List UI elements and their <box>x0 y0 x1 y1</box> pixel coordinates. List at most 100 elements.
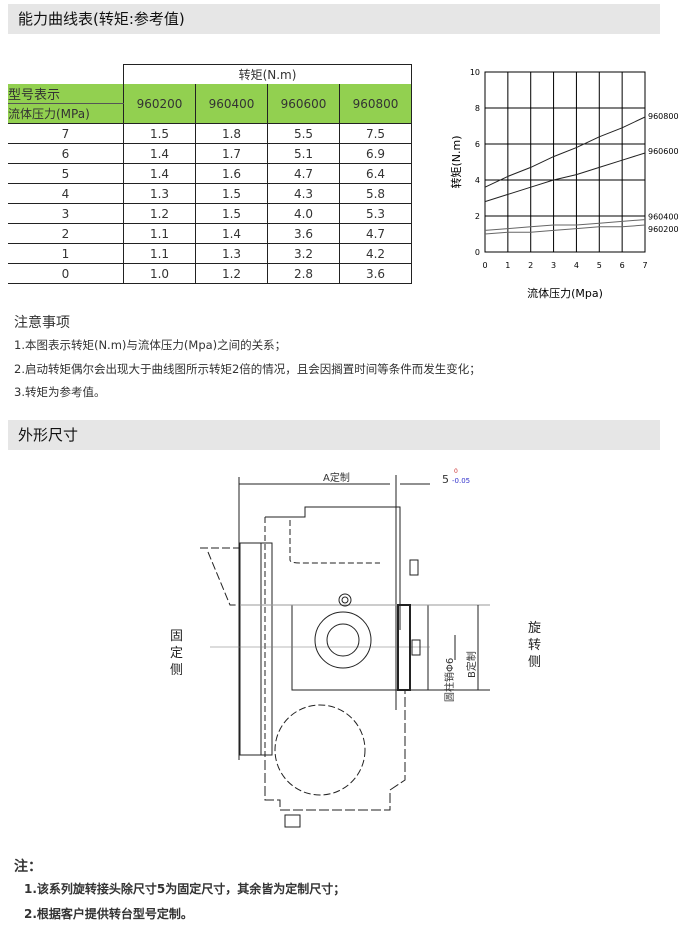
dim-5-label: 5 <box>442 473 449 486</box>
torque-cell: 1.4 <box>123 143 196 164</box>
dim-a-label: A定制 <box>323 471 350 484</box>
series-line-960600 <box>484 152 646 203</box>
torque-cell: 1.2 <box>195 263 268 284</box>
model-header: 960400 <box>195 84 268 124</box>
footer-item: 2.根据客户提供转台型号定制。 <box>24 907 193 921</box>
tol-lower: -0.05 <box>452 477 470 485</box>
series-label: 960600 <box>648 147 679 156</box>
section-dimensions: 外形尺寸 <box>8 420 660 450</box>
torque-cell: 1.1 <box>123 223 196 244</box>
rotating-side-label: 旋转侧 <box>528 621 542 670</box>
pressure-cell: 0 <box>8 263 124 284</box>
torque-table: 转矩(N.m) 型号表示 960200 960400 960600 960800… <box>8 64 412 284</box>
y-tick-label: 0 <box>475 248 480 257</box>
torque-cell: 1.5 <box>123 123 196 144</box>
series-line-960400 <box>484 219 646 231</box>
x-tick-label: 0 <box>482 261 487 270</box>
x-tick-label: 2 <box>528 261 533 270</box>
model-header: 960600 <box>267 84 340 124</box>
y-tick-label: 6 <box>475 140 480 149</box>
torque-cell: 1.5 <box>195 203 268 224</box>
y-tick-label: 10 <box>470 68 480 77</box>
series-line-960800 <box>484 116 646 188</box>
y-axis-label: 转矩(N.m) <box>449 135 463 188</box>
y-tick-label: 2 <box>475 212 480 221</box>
x-tick-label: 4 <box>574 261 579 270</box>
torque-cell: 3.6 <box>339 263 412 284</box>
torque-cell: 4.2 <box>339 243 412 264</box>
x-tick-label: 7 <box>642 261 647 270</box>
torque-cell: 1.2 <box>123 203 196 224</box>
torque-cell: 1.3 <box>123 183 196 204</box>
torque-cell: 4.3 <box>267 183 340 204</box>
torque-cell: 1.8 <box>195 123 268 144</box>
pressure-cell: 2 <box>8 223 124 244</box>
model-label: 型号表示 <box>8 84 124 104</box>
notes-title: 注意事项 <box>14 315 70 331</box>
x-axis-label: 流体压力(Mpa) <box>527 286 603 300</box>
torque-cell: 6.9 <box>339 143 412 164</box>
dim-b-label: B定制 <box>465 651 478 678</box>
x-tick-label: 3 <box>551 261 556 270</box>
dimension-drawing: A定制 5 0 -0.05 B定制 圆柱销Φ6 <box>200 468 490 828</box>
torque-cell: 5.8 <box>339 183 412 204</box>
note-item: 1.本图表示转矩(N.m)与流体压力(Mpa)之间的关系； <box>14 338 287 352</box>
torque-header: 转矩(N.m) <box>123 64 412 84</box>
x-tick-label: 1 <box>505 261 510 270</box>
pin-label: 圆柱销Φ6 <box>443 658 456 702</box>
torque-cell: 1.4 <box>195 223 268 244</box>
torque-cell: 3.6 <box>267 223 340 244</box>
series-line-960200 <box>484 224 646 235</box>
torque-cell: 4.0 <box>267 203 340 224</box>
y-tick-label: 4 <box>475 176 480 185</box>
pressure-cell: 4 <box>8 183 124 204</box>
torque-cell: 7.5 <box>339 123 412 144</box>
y-tick-label: 8 <box>475 104 480 113</box>
pressure-cell: 7 <box>8 123 124 144</box>
torque-cell: 1.1 <box>123 243 196 264</box>
torque-cell: 3.2 <box>267 243 340 264</box>
pressure-cell: 3 <box>8 203 124 224</box>
model-header: 960200 <box>123 84 196 124</box>
series-label: 960800 <box>648 112 679 121</box>
note-item: 2.启动转矩偶尔会出现大于曲线图所示转矩2倍的情况，且会因搁置时间等条件而发生变… <box>14 362 481 376</box>
plot-frame <box>484 71 646 253</box>
torque-cell: 1.3 <box>195 243 268 264</box>
x-tick-label: 5 <box>597 261 602 270</box>
torque-cell: 5.3 <box>339 203 412 224</box>
torque-cell: 1.6 <box>195 163 268 184</box>
tol-upper: 0 <box>454 468 458 475</box>
pressure-cell: 5 <box>8 163 124 184</box>
torque-cell: 1.4 <box>123 163 196 184</box>
section-capability: 能力曲线表(转矩:参考值) <box>8 4 660 34</box>
torque-cell: 4.7 <box>267 163 340 184</box>
torque-chart: 0 1 2 3 4 5 6 7 0 2 4 6 8 10 960800 960600 960400 960200 流… <box>449 68 679 300</box>
torque-cell: 5.1 <box>267 143 340 164</box>
torque-cell: 5.5 <box>267 123 340 144</box>
fixed-side-label: 固定侧 <box>170 629 184 678</box>
torque-cell: 1.0 <box>123 263 196 284</box>
torque-cell: 2.8 <box>267 263 340 284</box>
model-header: 960800 <box>339 84 412 124</box>
pressure-cell: 1 <box>8 243 124 264</box>
footer-item: 1.该系列旋转接头除尺寸5为固定尺寸，其余皆为定制尺寸； <box>24 882 346 896</box>
torque-cell: 4.7 <box>339 223 412 244</box>
x-tick-label: 6 <box>620 261 625 270</box>
footer-title: 注： <box>14 859 42 875</box>
note-item: 3.转矩为参考值。 <box>14 385 106 399</box>
torque-cell: 6.4 <box>339 163 412 184</box>
series-label: 960400 <box>648 213 679 222</box>
series-label: 960200 <box>648 225 679 234</box>
torque-cell: 1.5 <box>195 183 268 204</box>
torque-cell: 1.7 <box>195 143 268 164</box>
pressure-cell: 6 <box>8 143 124 164</box>
pressure-label: 流体压力(MPa) <box>8 103 124 124</box>
